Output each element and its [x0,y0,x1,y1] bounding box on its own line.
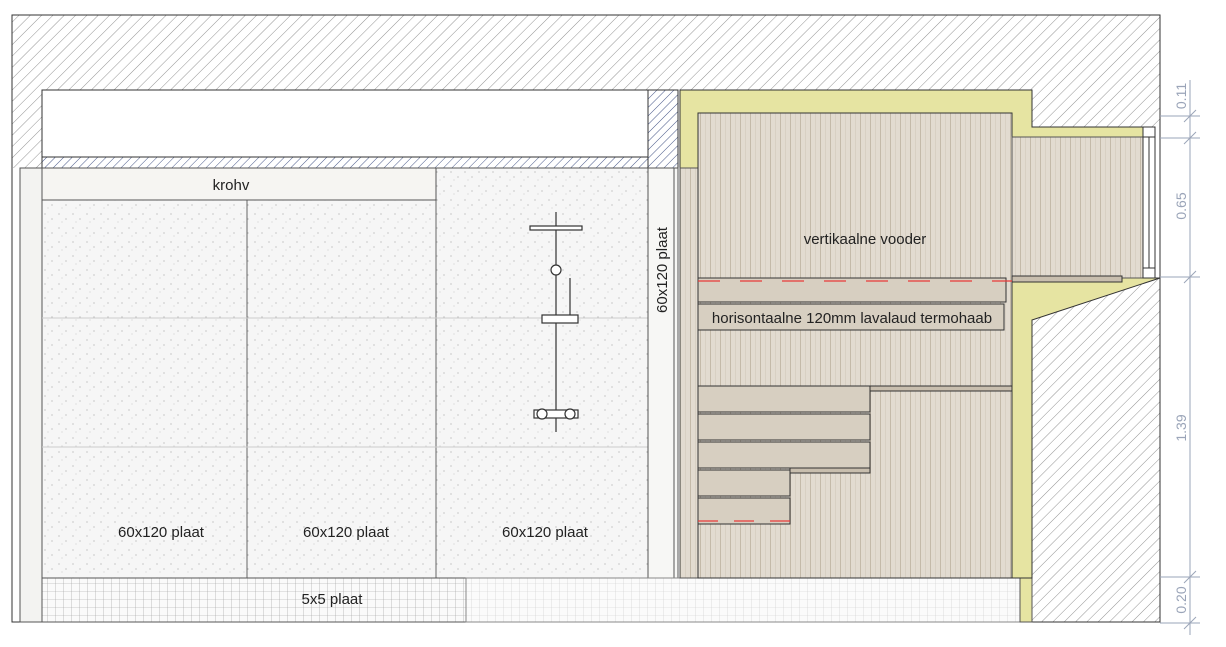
krohv-band [41,167,437,201]
sauna-board-label: horisontaalne 120mm lavalaud termohaab [712,310,992,327]
tile-wall [41,167,649,579]
sauna-wall-label: vertikaalne vooder [804,231,927,248]
dimension-1: 0.65 [1173,192,1189,219]
partition-wall [647,167,679,579]
wall-cladding-left [679,167,699,579]
krohv-label: krohv [213,177,250,194]
tile-label-right: 60x120 plaat [502,524,589,541]
floor-tiles-light [465,577,1033,623]
dimension-line [1160,80,1200,635]
window-niche-cladding [1011,136,1144,279]
partition-label: 60x120 plaat [654,226,671,313]
sauna-boards [697,275,1123,331]
dimension-3: 0.20 [1173,586,1189,613]
floor-label: 5x5 plaat [302,591,364,608]
dimension-0: 0.11 [1173,83,1189,109]
dimension-2: 1.39 [1173,414,1189,441]
shower-fixture-icon [529,212,583,432]
wall-hatch [11,14,1161,623]
sauna-benches [697,385,1013,525]
window-frame [1142,126,1156,279]
wall-column [647,89,679,169]
left-trim [19,167,43,623]
tile-label-mid: 60x120 plaat [303,524,390,541]
ceiling-void [41,89,649,158]
floor-tiles [41,577,467,623]
ceiling-beam [41,156,679,169]
tile-label-left: 60x120 plaat [118,524,205,541]
